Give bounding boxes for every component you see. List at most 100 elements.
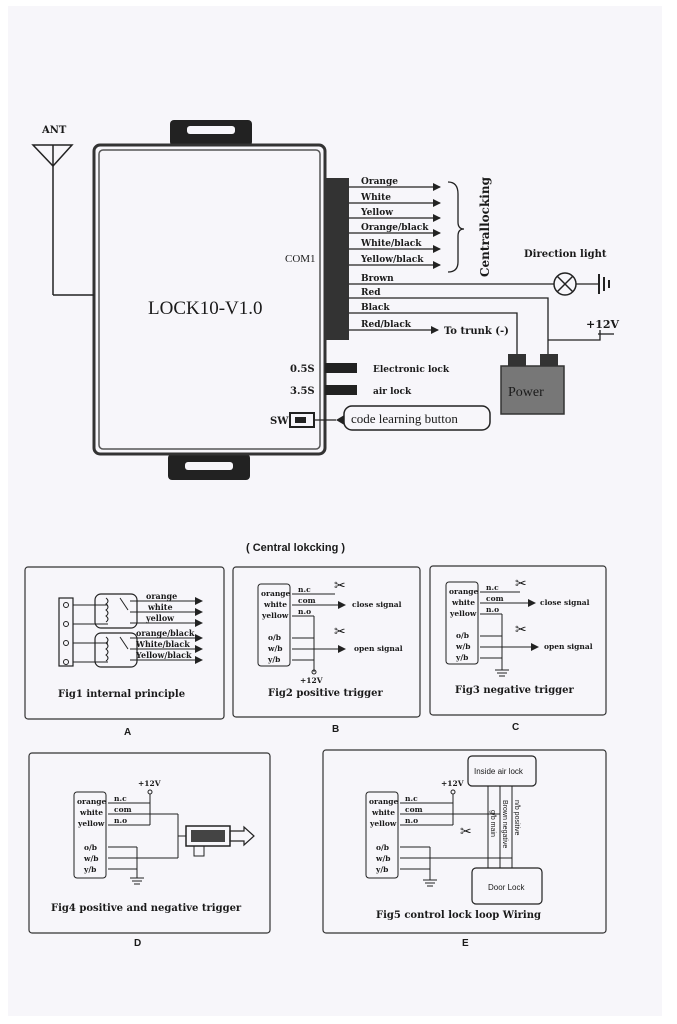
fig5-no: n.o — [405, 816, 418, 825]
fig4-com: com — [114, 805, 132, 814]
door-lock-label: Door Lock — [488, 883, 525, 892]
fig4-left: y/b — [83, 865, 96, 874]
fig3-nc: n.c — [486, 583, 499, 592]
fig3-left: white — [451, 598, 475, 607]
main-wires — [349, 183, 614, 356]
fig5-wire-label: n/b positive — [513, 800, 520, 836]
power-label: Power — [508, 385, 544, 400]
fig3-panel: orange white yellow o/b w/b y/b n.c com … — [429, 565, 607, 716]
fig3-cut-icon: ✂ — [515, 623, 527, 638]
fig2-caption: Fig2 positive trigger — [268, 688, 384, 699]
fig4-left: yellow — [77, 819, 105, 828]
fig2-cut-icon: ✂ — [334, 625, 346, 640]
wire-label: Orange — [361, 177, 398, 187]
fig2-left: w/b — [267, 644, 282, 653]
wire-label: Brown — [361, 274, 394, 284]
fig1-panel: orange white yellow orange/black White/b… — [24, 566, 225, 720]
com1-label: COM1 — [285, 253, 316, 265]
fig4-left: white — [79, 808, 103, 817]
fig3-left: orange — [449, 587, 479, 596]
fig3-cut-icon: ✂ — [515, 577, 527, 592]
ground-icon — [598, 274, 610, 294]
fig1-wire: white — [147, 602, 173, 612]
inside-air-lock-label: Inside air lock — [474, 767, 524, 776]
sw-label: SW — [270, 416, 289, 427]
fig3-no: n.o — [486, 605, 499, 614]
fig2-left: y/b — [267, 655, 280, 664]
fig5-12v: +12V — [441, 779, 464, 788]
fig2-panel: orange white yellow o/b w/b y/b n.c com … — [232, 566, 421, 718]
timer-outputs: 0.5S Electronic lock 3.5S air lock — [290, 363, 450, 397]
code-learning-button[interactable] — [343, 405, 491, 431]
fig2-com: com — [298, 596, 316, 605]
code-learning-label: code learning button — [351, 411, 458, 426]
central-locking-label: Centrallocking — [478, 176, 492, 277]
fig3-caption: Fig3 negative trigger — [455, 685, 575, 696]
antenna-icon: ANT — [31, 125, 94, 296]
fig2-no: n.o — [298, 607, 311, 616]
fig1-letter: A — [124, 727, 131, 738]
wire-label: Yellow — [360, 208, 393, 218]
fig1-caption: Fig1 internal principle — [58, 689, 185, 700]
fig2-12v: +12V — [300, 676, 323, 685]
fig5-cut-icon: ✂ — [460, 825, 472, 840]
air-lock-label: air lock — [373, 387, 412, 397]
fig5-left: white — [371, 808, 395, 817]
lamp-icon — [553, 272, 598, 296]
fig5-panel: orange white yellow o/b w/b y/b n.c com … — [322, 749, 607, 934]
fig2-close: close signal — [352, 600, 402, 609]
actuator-icon — [185, 825, 255, 857]
fig3-letter: C — [512, 722, 519, 733]
fig3-left: y/b — [455, 653, 468, 662]
fig3-left: w/b — [455, 642, 470, 651]
timer-3-5s: 3.5S — [290, 386, 315, 397]
fig5-left: o/b — [376, 843, 389, 852]
fig1-wire: orange/black — [136, 628, 195, 638]
fig3-open: open signal — [544, 642, 593, 651]
fig4-caption: Fig4 positive and negative trigger — [51, 903, 242, 914]
plus12v-label: +12V — [586, 318, 620, 331]
fig5-left: w/b — [375, 854, 390, 863]
fig3-com: com — [486, 594, 504, 603]
fig4-letter: D — [134, 938, 141, 949]
fig4-no: n.o — [114, 816, 127, 825]
brace — [447, 181, 465, 273]
fig4-left: orange — [77, 797, 107, 806]
direction-light-label: Direction light — [524, 249, 607, 260]
fig2-open: open signal — [354, 644, 403, 653]
trunk-label: To trunk (-) — [444, 326, 509, 337]
fig2-cut-icon: ✂ — [334, 579, 346, 594]
fig2-left: yellow — [261, 611, 289, 620]
wire-label: Red/black — [361, 320, 412, 330]
fig5-left: y/b — [375, 865, 388, 874]
fig4-nc: n.c — [114, 794, 127, 803]
fig2-nc: n.c — [298, 585, 311, 594]
fig2-letter: B — [332, 724, 339, 735]
fig3-left: yellow — [449, 609, 477, 618]
section-title: ( Central lokcking ) — [246, 542, 345, 554]
fig4-12v: +12V — [138, 779, 161, 788]
fig5-nc: n.c — [405, 794, 418, 803]
fig3-close: close signal — [540, 598, 590, 607]
main-module: LOCK10-V1.0 COM1 — [92, 120, 349, 480]
power-battery: Power — [500, 354, 565, 415]
fig3-left: o/b — [456, 631, 469, 640]
fig4-left: o/b — [84, 843, 97, 852]
fig5-left: orange — [369, 797, 399, 806]
wire-labels: Orange White Yellow Orange/black White/b… — [360, 177, 429, 330]
wire-label: Black — [361, 303, 390, 313]
wire-label: Yellow/black — [360, 255, 424, 265]
fig5-wire-label: Brown negative — [501, 800, 508, 848]
fig2-left: o/b — [268, 633, 281, 642]
fig5-wire-label: g/b main — [489, 810, 496, 837]
fig1-wire: orange — [146, 591, 177, 601]
wire-label: Red — [361, 288, 381, 298]
fig1-wire: yellow — [145, 613, 175, 623]
fig4-panel: orange white yellow o/b w/b y/b n.c com … — [28, 752, 271, 934]
timer-0-5s: 0.5S — [290, 364, 315, 375]
fig5-letter: E — [462, 938, 469, 949]
com1-connector — [325, 178, 349, 340]
fig5-caption: Fig5 control lock loop Wiring — [376, 910, 541, 921]
wire-label: White — [360, 193, 391, 203]
wire-label: White/black — [360, 239, 422, 249]
